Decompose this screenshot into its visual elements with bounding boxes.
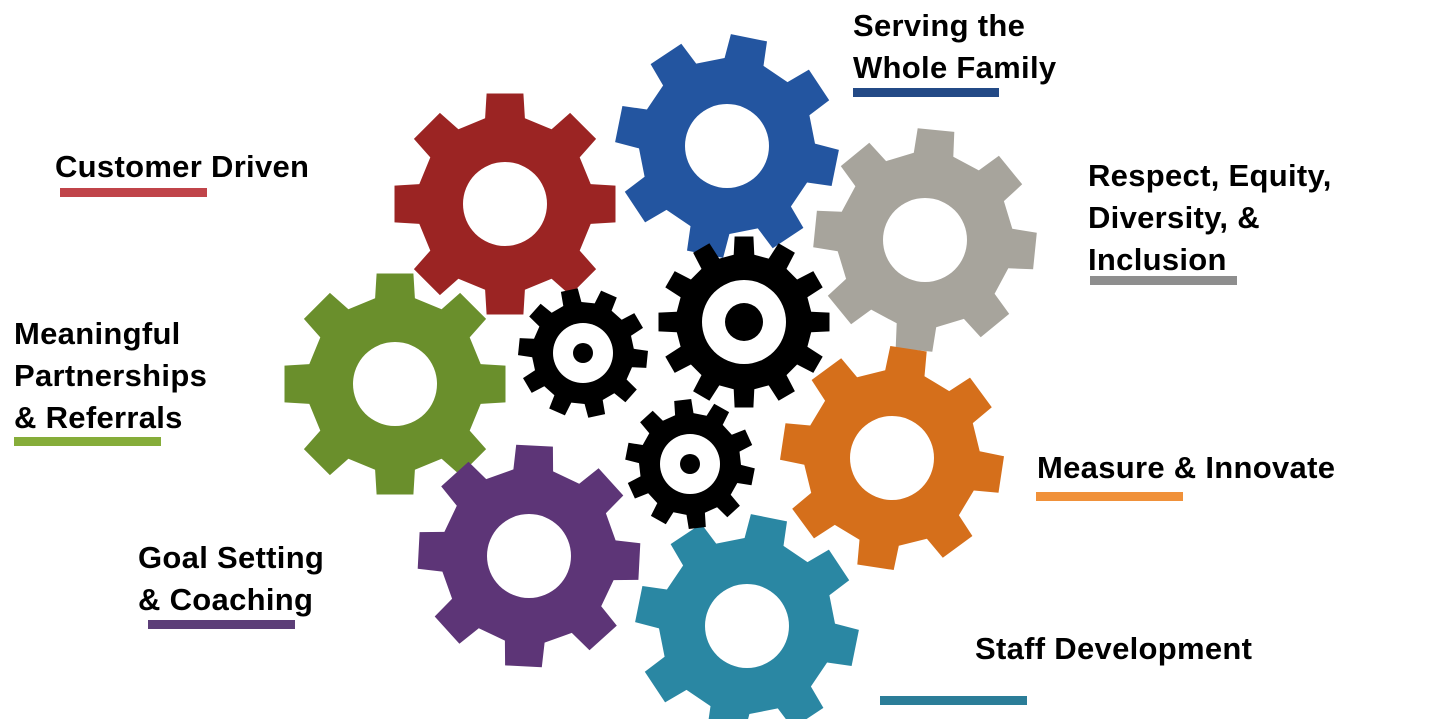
label-goal-setting: Goal Setting & Coaching: [138, 540, 325, 617]
label-customer-driven: Customer Driven: [55, 149, 310, 184]
gear-respect-equity-hole: [883, 198, 967, 282]
gear-measure-innovate-hole: [850, 416, 934, 500]
bar-measure-innovate: [1036, 492, 1183, 501]
gear-meaningful-partnerships-hole: [353, 342, 437, 426]
bar-meaningful-partnerships: [14, 437, 161, 446]
bar-goal-setting: [148, 620, 295, 629]
gear-center-top-right-center-dot: [725, 303, 763, 341]
bar-staff-development: [880, 696, 1027, 705]
gear-serving-whole-family-hole: [685, 104, 769, 188]
bar-respect-equity: [1090, 276, 1237, 285]
bar-customer-driven: [60, 188, 207, 197]
gear-staff-development-hole: [705, 584, 789, 668]
gear-respect-equity: [813, 128, 1037, 352]
label-serving-whole-family: Serving the Whole Family: [853, 8, 1057, 85]
gear-center-bottom-center-dot: [680, 454, 700, 474]
gear-center-top-right: [658, 236, 830, 408]
gear-staff-development: [635, 514, 859, 719]
gear-customer-driven-hole: [463, 162, 547, 246]
label-meaningful-partnerships: Meaningful Partnerships & Referrals: [14, 316, 208, 435]
label-staff-development: Staff Development: [975, 631, 1253, 666]
gear-serving-whole-family: [615, 34, 839, 258]
gear-center-left-center-dot: [573, 343, 593, 363]
gear-measure-innovate: [780, 346, 1004, 570]
gear-goal-setting: [417, 444, 641, 668]
gear-goal-setting-hole: [487, 514, 571, 598]
gear-customer-driven: [394, 93, 616, 315]
label-respect-equity: Respect, Equity, Diversity, & Inclusion: [1088, 158, 1332, 277]
label-measure-innovate: Measure & Innovate: [1037, 450, 1336, 485]
gear-center-bottom: [625, 399, 755, 529]
gear-center-left: [518, 288, 648, 418]
bar-serving-whole-family: [853, 88, 999, 97]
gear-meaningful-partnerships: [284, 273, 506, 495]
